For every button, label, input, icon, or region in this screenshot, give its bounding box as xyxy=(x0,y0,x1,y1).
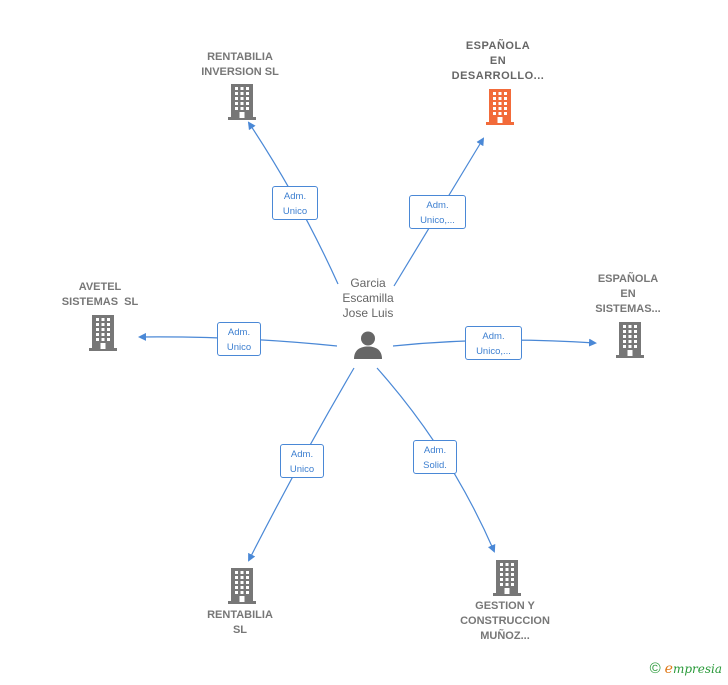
company-label-line: CONSTRUCCION xyxy=(460,615,550,627)
company-label-avetel[interactable]: AVETEL SISTEMAS SL xyxy=(50,280,150,310)
relation-label-avetel[interactable]: Adm. Unico xyxy=(217,322,261,356)
relation-label-line: Unico xyxy=(282,206,308,217)
person-icon[interactable] xyxy=(352,330,384,360)
relation-label-espanola-desarrollo[interactable]: Adm. Unico,... xyxy=(409,195,466,229)
company-label-line: SISTEMAS SL xyxy=(61,296,139,308)
company-label-espanola-sistemas[interactable]: ESPAÑOLA EN SISTEMAS... xyxy=(578,272,678,317)
building-icon[interactable] xyxy=(614,322,646,363)
company-label-line: INVERSION SL xyxy=(201,66,279,78)
company-label-line: EN xyxy=(620,288,636,300)
relation-label-line: Adm. xyxy=(290,449,314,460)
company-label-line: RENTABILIA xyxy=(207,609,273,621)
person-name-label[interactable]: Garcia Escamilla Jose Luis xyxy=(318,276,418,321)
company-label-line: MUÑOZ... xyxy=(480,630,530,642)
relation-label-gestion[interactable]: Adm. Solid. xyxy=(413,440,457,474)
relation-label-line: Unico xyxy=(289,464,315,475)
relation-label-line: Unico,... xyxy=(476,346,511,357)
relation-label-rentabilia-inversion[interactable]: Adm. Unico xyxy=(272,186,318,220)
company-label-line: ESPAÑOLA xyxy=(597,273,659,285)
person-name-line: Jose Luis xyxy=(342,306,394,320)
copyright-symbol: © xyxy=(649,660,661,677)
building-icon[interactable] xyxy=(226,568,258,609)
empresia-watermark: ©empresia xyxy=(650,660,722,677)
company-label-line: ESPAÑOLA xyxy=(465,40,531,52)
company-label-line: AVETEL xyxy=(78,281,122,293)
company-label-rentabilia-inversion[interactable]: RENTABILIA INVERSION SL xyxy=(190,50,290,80)
relation-label-line: Unico,... xyxy=(420,215,455,226)
relation-label-line: Adm. xyxy=(423,445,447,456)
company-label-line: SL xyxy=(232,624,248,636)
relation-label-espanola-sistemas[interactable]: Adm. Unico,... xyxy=(465,326,522,360)
relation-label-line: Solid. xyxy=(423,460,447,471)
company-label-line: SISTEMAS... xyxy=(595,303,661,315)
building-icon[interactable] xyxy=(484,89,516,130)
relation-label-line: Unico xyxy=(226,342,252,353)
relation-label-line: Adm. xyxy=(426,200,449,211)
company-label-espanola-desarrollo[interactable]: ESPAÑOLA EN DESARROLLO... xyxy=(438,39,558,84)
relation-label-line: Adm. xyxy=(283,191,307,202)
building-icon[interactable] xyxy=(491,560,523,601)
relation-label-line: Adm. xyxy=(482,331,505,342)
company-label-line: RENTABILIA xyxy=(207,51,273,63)
company-label-line: GESTION Y xyxy=(475,600,535,612)
person-name-line: Escamilla xyxy=(342,291,394,305)
company-label-rentabilia[interactable]: RENTABILIA SL xyxy=(190,608,290,638)
person-name-line: Garcia xyxy=(350,276,386,290)
company-label-line: DESARROLLO... xyxy=(451,70,545,82)
brand-initial: e xyxy=(664,661,673,677)
company-label-gestion[interactable]: GESTION Y CONSTRUCCION MUÑOZ... xyxy=(445,599,565,644)
building-icon[interactable] xyxy=(87,315,119,356)
building-icon[interactable] xyxy=(226,84,258,125)
relation-label-line: Adm. xyxy=(227,327,251,338)
brand-name: mpresia xyxy=(672,662,722,676)
relation-label-rentabilia[interactable]: Adm. Unico xyxy=(280,444,324,478)
company-label-line: EN xyxy=(489,55,507,67)
